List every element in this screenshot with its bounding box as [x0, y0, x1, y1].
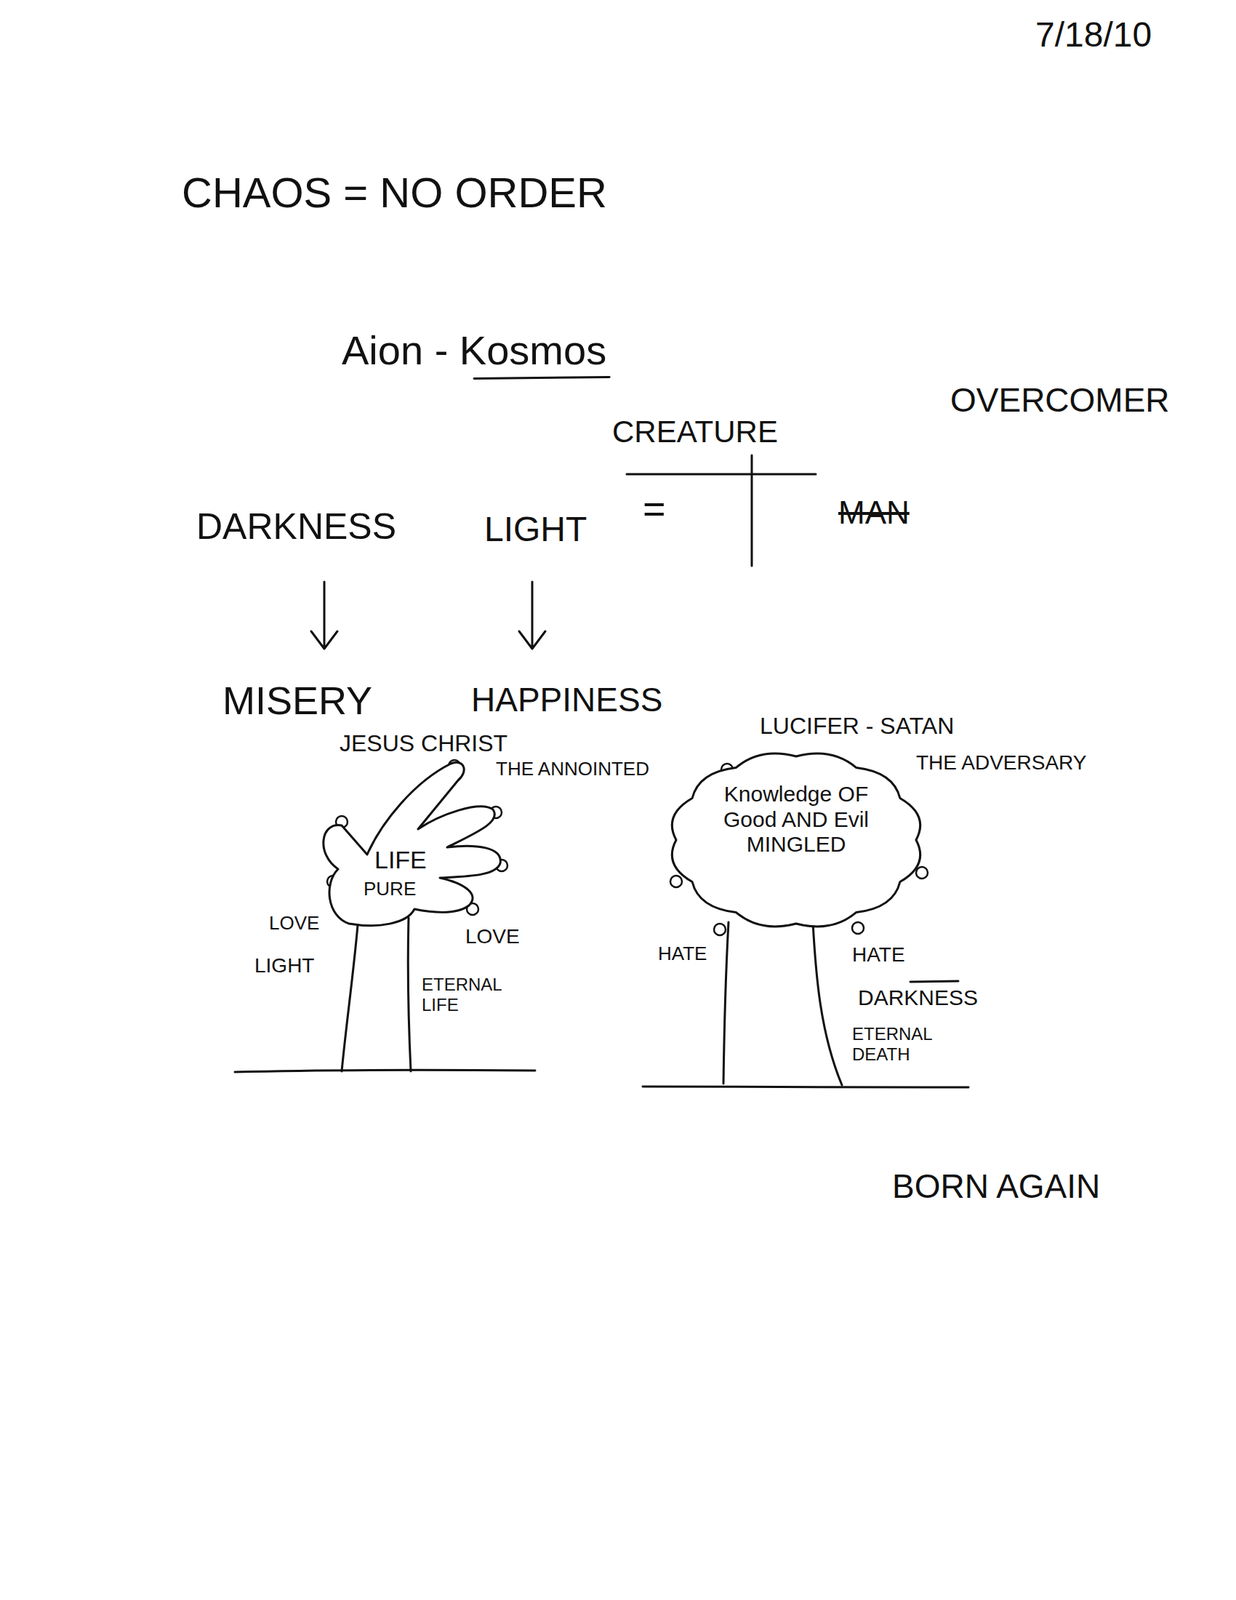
note-label: THE ADVERSARY	[916, 751, 1087, 775]
ground-line	[234, 1069, 536, 1072]
note-label: HATE	[657, 942, 707, 965]
note-label: HAPPINESS	[471, 680, 663, 720]
note-label: LUCIFER - SATAN	[759, 712, 954, 740]
note-label: DARKNESS	[196, 506, 397, 549]
crown-text: PURE	[363, 878, 416, 901]
note-label: LOVE	[465, 924, 520, 949]
note-label: BORN AGAIN	[892, 1166, 1101, 1206]
crown-text: LIFE	[374, 845, 427, 874]
tree-trunk	[407, 917, 411, 1071]
ground-line	[642, 1086, 969, 1087]
fruit	[916, 866, 928, 879]
note-label: MAN	[838, 494, 910, 532]
note-label: ETERNAL LIFE	[421, 974, 517, 1015]
note-label: =	[642, 485, 666, 531]
fruit	[713, 923, 726, 935]
cross-bar	[626, 473, 816, 476]
cross-post	[751, 455, 754, 566]
note-label: LIGHT	[254, 953, 315, 978]
down-arrow	[311, 581, 338, 649]
fruit	[852, 921, 864, 934]
note-label: THE ANNOINTED	[495, 758, 650, 781]
note-label: JESUS CHRIST	[339, 729, 508, 757]
note-label: MISERY	[222, 677, 373, 723]
tree-trunk	[341, 924, 358, 1071]
note-label: LOVE	[269, 912, 320, 935]
down-arrow	[519, 581, 546, 649]
emphasis-stroke	[910, 980, 959, 982]
tree-trunk	[812, 921, 842, 1085]
tree-crown: LIFE PURE	[305, 759, 509, 935]
note-label: HATE	[852, 942, 906, 967]
note-label: OVERCOMER	[950, 380, 1170, 420]
underline-stroke	[474, 376, 610, 379]
crown-shape	[323, 761, 501, 925]
note-label: Aion - Kosmos	[341, 327, 607, 374]
fruit	[670, 875, 682, 888]
note-label: CHAOS = NO ORDER	[181, 168, 608, 218]
note-label: ETERNAL DEATH	[852, 1023, 962, 1064]
crown-shape	[671, 753, 920, 927]
note-label: 7/18/10	[1035, 14, 1152, 55]
note-label: DARKNESS	[857, 985, 978, 1011]
note-label: LIGHT	[484, 508, 587, 549]
tree-crown: Knowledge OF Good AND Evil MINGLED	[665, 748, 927, 938]
tree-trunk	[723, 921, 729, 1084]
crown-text: Knowledge OF Good AND Evil MINGLED	[719, 781, 873, 858]
note-label: CREATURE	[612, 414, 778, 450]
